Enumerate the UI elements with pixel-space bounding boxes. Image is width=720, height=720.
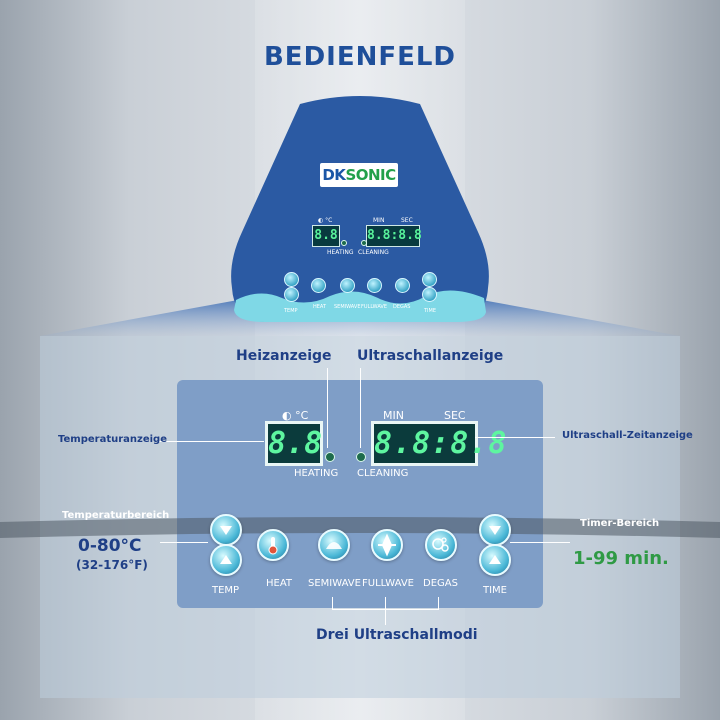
triangle-up-icon — [489, 555, 501, 564]
temperaturanzeige-callout: Temperaturanzeige — [58, 434, 167, 445]
time-down-button[interactable] — [479, 514, 511, 546]
mini-time-up-button[interactable] — [422, 287, 437, 302]
triangle-down-icon — [489, 526, 501, 535]
fullwave-icon — [378, 533, 396, 557]
mini-time-label: TIME — [424, 308, 437, 314]
mini-heating-label: HEATING — [327, 249, 354, 256]
temp-up-button[interactable] — [210, 544, 242, 576]
mini-temp-label: TEMP — [284, 308, 298, 314]
fullwave-button[interactable] — [371, 529, 403, 561]
mode-bracket-right — [438, 597, 439, 609]
mini-time-display: 8.8:8.8 — [366, 225, 422, 247]
mode-bracket-left — [332, 597, 333, 609]
triangle-up-icon — [220, 555, 232, 564]
temperaturbereich-callout: Temperaturbereich — [62, 510, 170, 521]
panel-body — [231, 96, 489, 322]
mini-degas-button[interactable] — [395, 278, 410, 293]
semiwave-button[interactable] — [318, 529, 350, 561]
mini-sec-label: SEC — [401, 217, 413, 224]
mini-temp-up-button[interactable] — [284, 287, 299, 302]
time-up-button[interactable] — [479, 544, 511, 576]
timer-bereich-callout: Timer-Bereich — [580, 518, 660, 529]
mini-degas-label: DEGAS — [393, 304, 411, 310]
page-title: BEDIENFELD — [263, 42, 457, 72]
zeitanzeige-callout: Ultraschall-Zeitanzeige — [562, 430, 693, 441]
cleaning-indicator-led — [356, 452, 366, 462]
mode-bracket-stem — [385, 609, 386, 625]
brand-logo: DKSONIC — [320, 163, 398, 187]
mini-cleaning-label: CLEANING — [358, 249, 389, 256]
mini-fullwave-label: FULLWAVE — [361, 304, 387, 310]
mini-heating-led — [341, 240, 347, 246]
mini-temp-down-button[interactable] — [284, 272, 299, 287]
temp-button-label: TEMP — [212, 585, 240, 596]
ultrasonic-time-display: 8.8:8.8 — [371, 421, 506, 466]
heating-indicator-led — [325, 452, 335, 462]
degas-button[interactable] — [425, 529, 457, 561]
heizanzeige-leader-line — [327, 368, 328, 448]
temp-down-button[interactable] — [210, 514, 242, 546]
timer-bereich-leader-line — [510, 542, 570, 543]
temperature-range-value: 0-80°C — [78, 536, 142, 556]
mini-temp-symbol: ◐ °C — [318, 217, 333, 224]
mini-semiwave-label: SEMIWAVE — [334, 304, 361, 310]
cleaning-label: CLEANING — [357, 468, 409, 479]
mini-cleaning-led — [361, 240, 367, 246]
mini-fullwave-button[interactable] — [367, 278, 382, 293]
heat-button-label: HEAT — [266, 578, 293, 589]
timer-range-value: 1-99 min. — [573, 548, 669, 569]
mini-min-label: MIN — [373, 217, 385, 224]
degas-button-label: DEGAS — [423, 578, 458, 589]
min-label: MIN — [383, 409, 404, 422]
mode-bracket-middle — [385, 597, 386, 609]
bubbles-icon — [432, 537, 449, 552]
temp-symbol-label: ◐ °C — [282, 409, 309, 422]
mini-heat-label: HEAT — [313, 304, 327, 310]
semiwave-button-label: SEMIWAVE — [308, 578, 361, 589]
mini-temp-display: 8.8 — [312, 225, 340, 247]
ultraschallanzeige-leader-line — [360, 368, 361, 448]
temperaturbereich-leader-line — [160, 542, 208, 543]
fullwave-button-label: FULLWAVE — [362, 578, 414, 589]
mini-heat-button[interactable] — [311, 278, 326, 293]
ultrasonic-modes-callout: Drei Ultraschallmodi — [316, 627, 478, 643]
mini-time-down-button[interactable] — [422, 272, 437, 287]
triangle-down-icon — [220, 526, 232, 535]
heating-label: HEATING — [294, 468, 339, 479]
zeitanzeige-leader-line — [475, 437, 555, 438]
mini-semiwave-button[interactable] — [340, 278, 355, 293]
sec-label: SEC — [444, 409, 466, 422]
heat-button[interactable] — [257, 529, 289, 561]
temperature-range-fahrenheit: (32-176°F) — [76, 558, 148, 572]
heizanzeige-callout: Heizanzeige — [236, 348, 332, 364]
semiwave-icon — [326, 542, 342, 549]
time-button-label: TIME — [483, 585, 508, 596]
ultraschallanzeige-callout: Ultraschallanzeige — [357, 348, 504, 364]
temperature-display: 8.8 — [265, 421, 323, 466]
thermometer-icon — [268, 537, 278, 555]
temperaturanzeige-leader-line — [158, 441, 264, 442]
